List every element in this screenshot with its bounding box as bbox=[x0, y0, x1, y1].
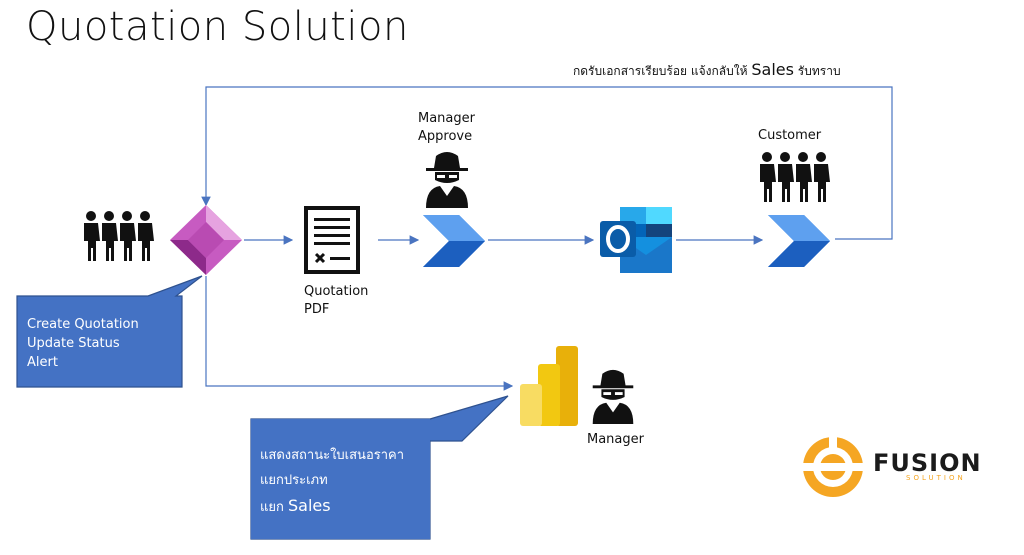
feedback-loop-line bbox=[201, 86, 893, 240]
page-title: Quotation Solution bbox=[26, 4, 409, 50]
feedback-note: กดรับเอกสารเรียบร้อย แจ้งกลับให้ Sales ร… bbox=[573, 60, 841, 81]
feedback-note-tail: รับทราบ bbox=[797, 64, 841, 78]
callout-report-line3-prefix: แยก bbox=[260, 500, 284, 515]
callout-app-line3: Alert bbox=[27, 355, 58, 370]
manager-approve-label-line2: Approve bbox=[418, 129, 473, 144]
callout-app-line1: Create Quotation bbox=[27, 317, 139, 332]
manager-label: Manager bbox=[587, 432, 644, 447]
fusion-logo-icon bbox=[800, 434, 866, 497]
callout-app-line2: Update Status bbox=[27, 336, 120, 351]
people-group-icon bbox=[84, 211, 154, 261]
callout-report-shape bbox=[250, 395, 509, 540]
feedback-note-thai: กดรับเอกสารเรียบร้อย แจ้งกลับให้ bbox=[573, 64, 748, 78]
callout-report-line1: แสดงสถานะใบเสนอราคา bbox=[260, 448, 405, 463]
power-automate-icon bbox=[423, 215, 485, 267]
customer-group-icon bbox=[760, 152, 830, 202]
power-apps-icon bbox=[170, 205, 242, 275]
document-icon bbox=[304, 206, 360, 274]
callout-app-shape bbox=[16, 275, 203, 388]
manager-spy-icon bbox=[592, 369, 634, 424]
customer-label: Customer bbox=[758, 128, 822, 143]
callout-report-line2: แยกประเภท bbox=[260, 473, 328, 488]
spy-icon bbox=[426, 152, 468, 208]
quotation-pdf-label-line1: Quotation bbox=[304, 284, 369, 299]
manager-approve-label: Manager Approve bbox=[418, 110, 475, 146]
outlook-icon bbox=[600, 207, 672, 273]
callout-report-line3: แยก Sales bbox=[260, 496, 404, 517]
callout-report-line3-sales: Sales bbox=[288, 496, 331, 515]
fusion-logo-name: FUSION bbox=[873, 449, 982, 477]
manager-approve-label-line1: Manager bbox=[418, 111, 475, 126]
callout-app-text: Create Quotation Update Status Alert bbox=[27, 315, 139, 372]
arrow-app-to-report bbox=[205, 276, 514, 391]
quotation-pdf-label-line2: PDF bbox=[304, 302, 330, 317]
quotation-pdf-label: Quotation PDF bbox=[304, 283, 368, 319]
power-bi-icon bbox=[520, 346, 578, 426]
feedback-note-sales: Sales bbox=[751, 60, 794, 79]
callout-report-text: แสดงสถานะใบเสนอราคา แยกประเภท แยก Sales bbox=[260, 446, 404, 517]
fusion-logo-sub: SOLUTION bbox=[906, 474, 966, 482]
power-automate-customer-icon bbox=[768, 215, 830, 267]
